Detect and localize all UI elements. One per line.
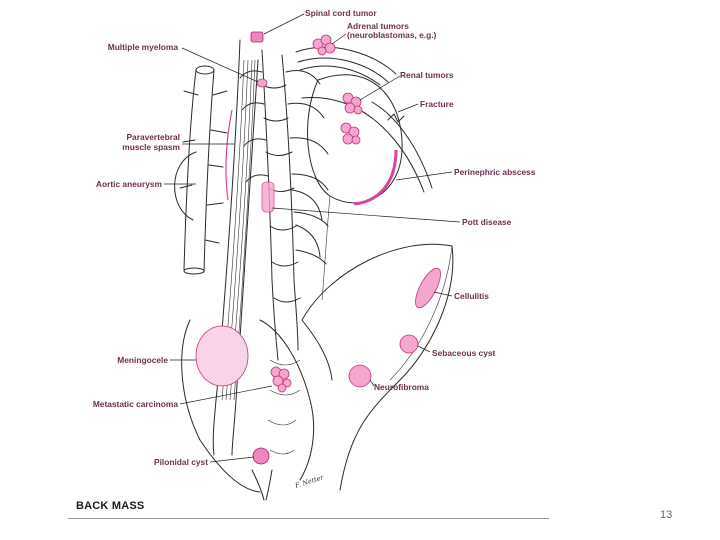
spinal-cord-tumor-lesion	[250, 31, 264, 43]
label-muscle-spasm: muscle spasm	[122, 142, 180, 152]
artist-signature: F. Netter	[293, 473, 325, 490]
label-neurofibroma: Neurofibroma	[374, 382, 429, 392]
label-fracture: Fracture	[420, 99, 454, 109]
cellulitis-lesion	[415, 267, 441, 309]
aortic-aneurysm-drawing	[174, 151, 197, 221]
label-pott-disease: Pott disease	[462, 217, 512, 227]
labels: Spinal cord tumor Adrenal tumors (neurob…	[93, 8, 536, 467]
label-renal-tumors: Renal tumors	[400, 70, 454, 80]
leader-lines	[164, 13, 461, 463]
label-perinephric-abscess: Perinephric abscess	[454, 167, 536, 177]
label-adrenal-tumors-detail: (neuroblastomas, e.g.)	[347, 30, 437, 40]
page-number: 13	[660, 509, 673, 521]
label-cellulitis: Cellulitis	[454, 291, 489, 301]
lesions	[195, 31, 441, 465]
multiple-myeloma-lesion	[256, 78, 268, 88]
vertebral-column-drawing	[239, 49, 381, 361]
aorta-drawing	[179, 65, 228, 275]
figure-caption: BACK MASS	[76, 500, 145, 512]
renal-tumor-lesion-lower	[340, 122, 361, 145]
label-sebaceous-cyst: Sebaceous cyst	[432, 348, 496, 358]
paravertebral-muscle-drawing	[212, 39, 259, 456]
label-pilonidal-cyst: Pilonidal cyst	[154, 457, 208, 467]
meningocele-lesion	[195, 325, 249, 387]
pelvis-drawing	[181, 243, 454, 501]
pott-disease-lesion	[261, 181, 275, 213]
caption-divider	[68, 518, 549, 519]
label-meningocele: Meningocele	[117, 355, 168, 365]
label-paravertebral: Paravertebral	[126, 132, 180, 142]
metastatic-carcinoma-lesion	[270, 366, 292, 393]
label-adrenal-tumors: Adrenal tumors	[347, 21, 409, 31]
neurofibroma-lesion	[348, 364, 372, 388]
sebaceous-cyst-lesion	[399, 334, 419, 354]
label-multiple-myeloma: Multiple myeloma	[108, 42, 179, 52]
renal-tumor-lesion	[342, 92, 363, 115]
fracture-rib-drawing	[359, 101, 433, 193]
adrenal-tumor-lesion	[312, 34, 336, 56]
ribs-drawing	[295, 46, 397, 83]
label-metastatic-carcinoma: Metastatic carcinoma	[93, 399, 179, 409]
pilonidal-cyst-lesion	[252, 447, 270, 465]
label-aortic-aneurysm: Aortic aneurysm	[96, 179, 162, 189]
label-spinal-cord-tumor: Spinal cord tumor	[305, 8, 377, 18]
